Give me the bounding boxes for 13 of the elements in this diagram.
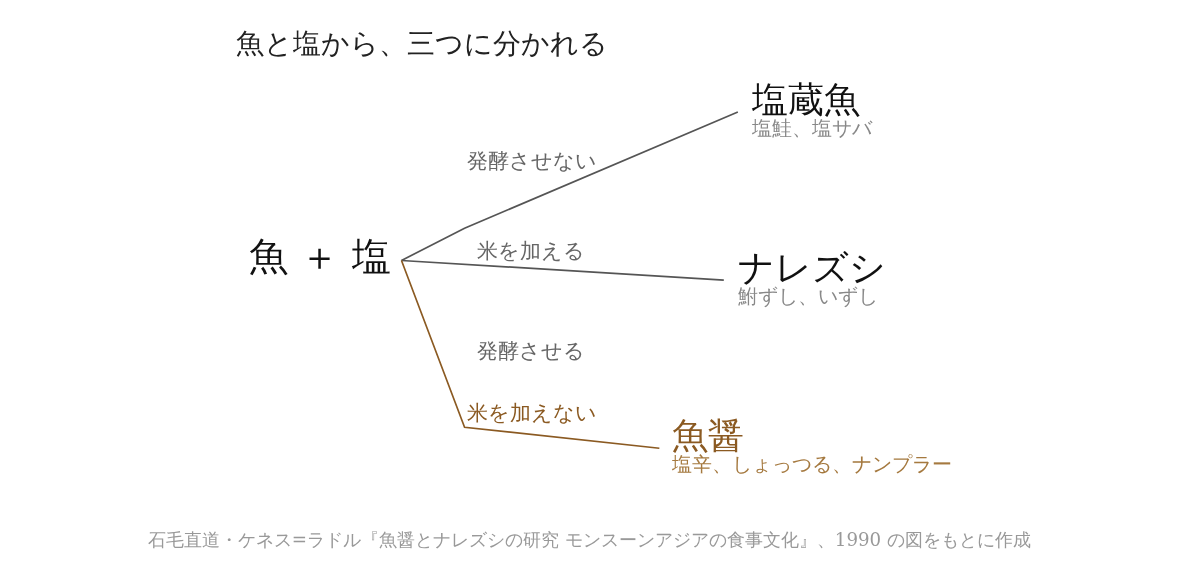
connector — [400, 259, 660, 450]
label: 発酵させる — [476, 337, 585, 363]
node-text: 魚 ＋ 塩 — [248, 234, 391, 280]
connector — [400, 259, 725, 281]
caption: 石毛直道・ケネス=ラドル『魚醤とナレズシの研究 モンスーンアジアの食事文化』、1990 の図をもとに作成 — [147, 528, 1031, 550]
edge-label: 米を加える — [476, 237, 585, 263]
connector — [400, 111, 739, 262]
diagram-title: 魚と塩から、三つに分かれる — [235, 27, 608, 61]
node-text: ナレズシ 鮒ずし、いずし — [737, 245, 886, 308]
node-text: 塩蔵魚 塩鮭、塩サバ — [751, 77, 872, 140]
edge-label: 発酵させない — [466, 147, 597, 173]
node-text: 魚醤 塩辛、しょっつる、ナンプラー — [671, 413, 952, 476]
edge-label: 米を加えない — [466, 400, 597, 426]
